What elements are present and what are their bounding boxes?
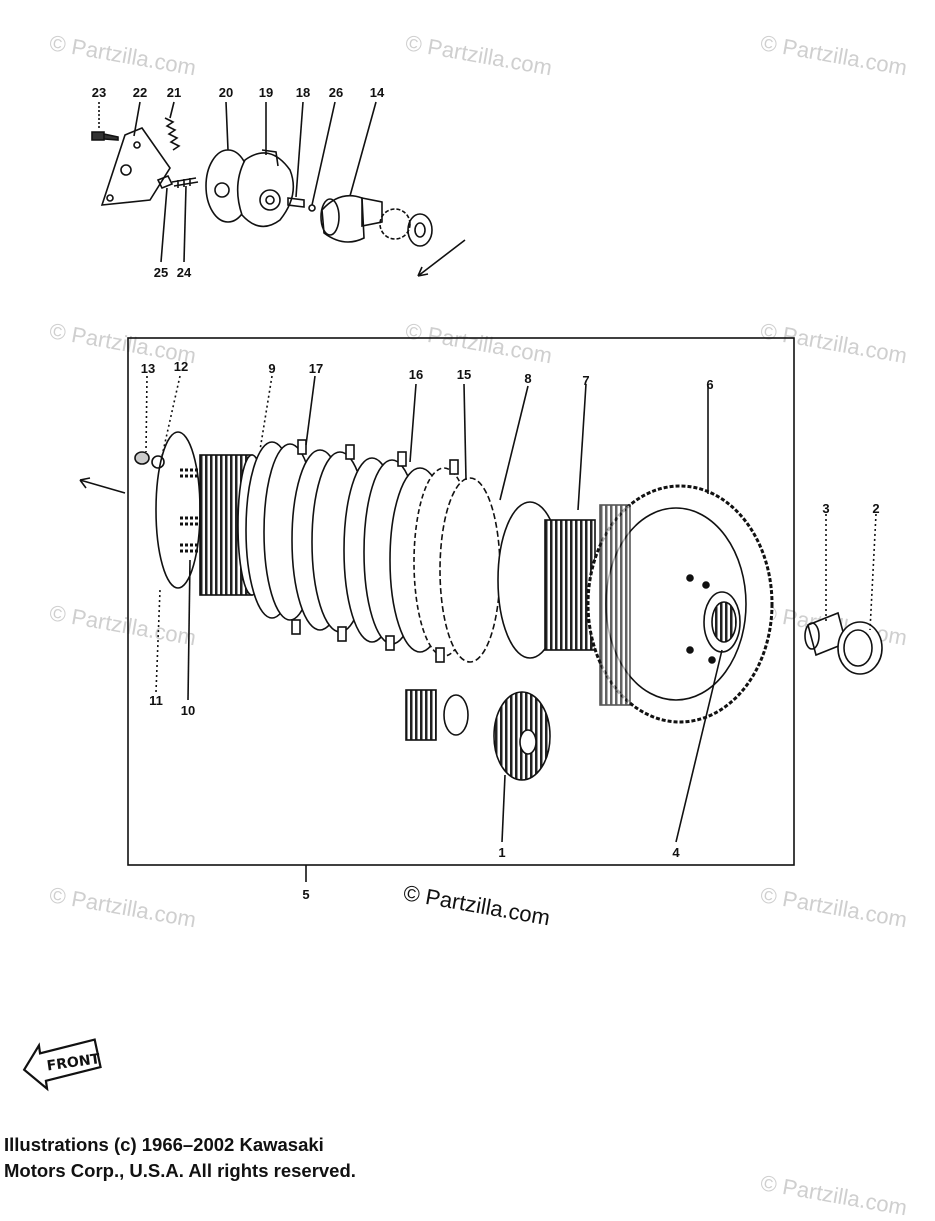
copyright-line-1: Illustrations (c) 1966–2002 Kawasaki	[4, 1134, 324, 1155]
release-bracket-22	[100, 127, 171, 206]
callout-21: 21	[166, 85, 182, 100]
gear-small	[405, 689, 437, 741]
nut-12	[151, 455, 165, 469]
adjust-screw-24	[156, 174, 199, 190]
callout-7: 7	[582, 373, 590, 388]
callout-19: 19	[258, 85, 274, 100]
callout-4: 4	[672, 845, 680, 860]
callout-6: 6	[706, 377, 714, 392]
callout-20: 20	[218, 85, 234, 100]
callout-16: 16	[408, 367, 424, 382]
release-lever-19	[236, 152, 295, 228]
spring-21	[164, 117, 181, 151]
callout-2: 2	[872, 501, 880, 516]
callout-5: 5	[302, 887, 310, 902]
callout-26: 26	[328, 85, 344, 100]
front-arrow-icon: FRONT	[22, 1038, 102, 1092]
callout-14: 14	[369, 85, 385, 100]
callout-25: 25	[153, 265, 169, 280]
callout-17: 17	[308, 361, 324, 376]
assembly-frame	[127, 337, 795, 866]
callout-24: 24	[176, 265, 192, 280]
front-label: FRONT	[46, 1051, 102, 1074]
callout-15: 15	[456, 367, 472, 382]
copyright-notice: Illustrations (c) 1966–2002 Kawasaki Mot…	[4, 1132, 356, 1184]
callout-9: 9	[268, 361, 276, 376]
pusher-14	[321, 194, 365, 243]
ball-26	[308, 204, 316, 212]
bolt-23	[91, 131, 119, 141]
callout-13: 13	[140, 361, 156, 376]
direction-arrow	[417, 239, 466, 277]
callout-8: 8	[524, 371, 532, 386]
nut-13	[134, 451, 150, 465]
callout-23: 23	[91, 85, 107, 100]
callout-10: 10	[180, 703, 196, 718]
clutch-plates	[245, 441, 501, 663]
callout-3: 3	[822, 501, 830, 516]
primary-gear-6	[586, 484, 774, 724]
callout-22: 22	[132, 85, 148, 100]
callout-11: 11	[149, 693, 163, 708]
callout-18: 18	[295, 85, 311, 100]
callout-12: 12	[173, 359, 189, 374]
copyright-line-2: Motors Corp., U.S.A. All rights reserved…	[4, 1160, 356, 1181]
washer	[407, 213, 433, 247]
pin-18	[287, 197, 305, 208]
callout-1: 1	[498, 845, 506, 860]
